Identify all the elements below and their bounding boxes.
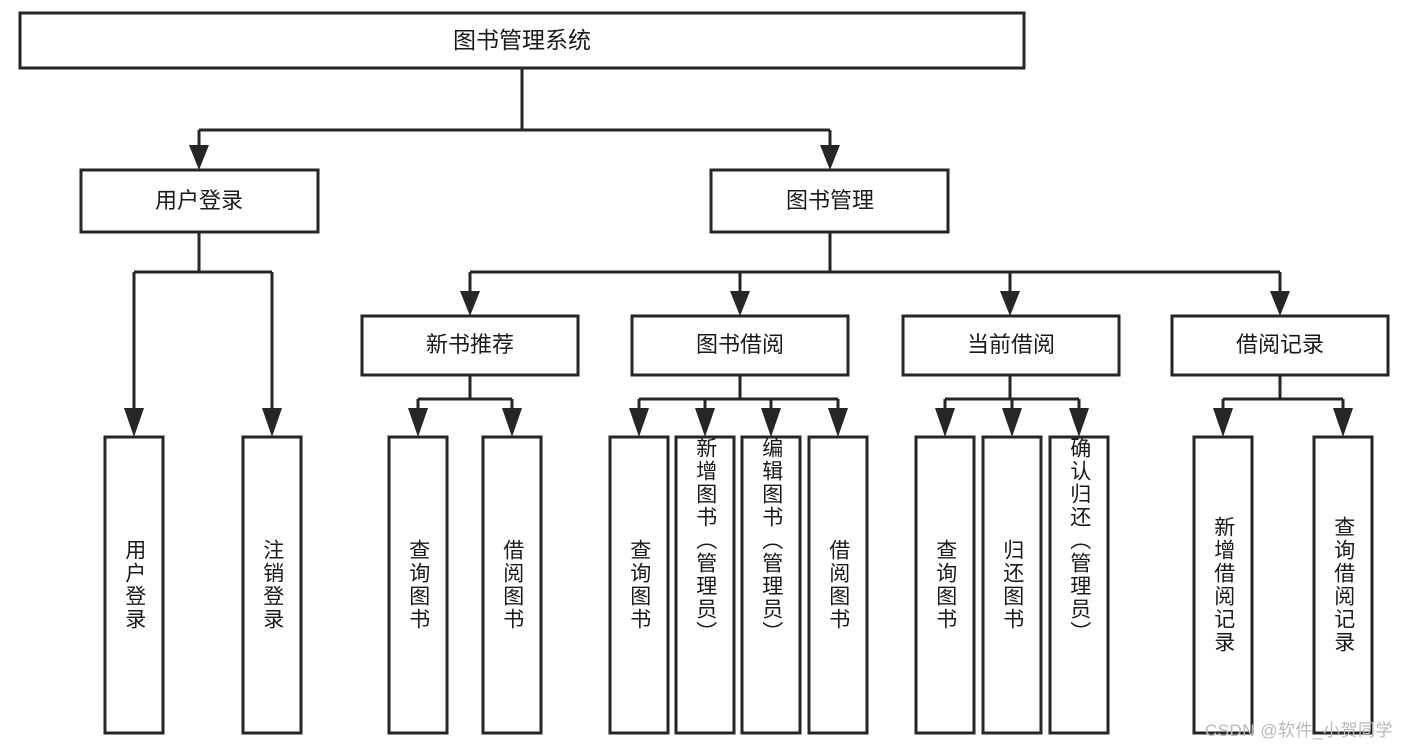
arrow-to-leaf-query-book-3 (935, 408, 955, 437)
arrow-to-book-borrow (730, 291, 750, 316)
node-book-borrow-label: 图书借阅 (696, 332, 784, 357)
arrow-to-leaf-query-book-1 (408, 408, 428, 437)
node-leaf-user-logout-box[interactable] (241, 435, 303, 735)
node-new-book-recommend-label: 新书推荐 (426, 332, 514, 357)
node-new-book-recommend-box[interactable] (360, 314, 580, 377)
edge-layer (124, 68, 1353, 437)
node-root-box[interactable] (18, 11, 1026, 70)
arrow-to-borrow-record (1270, 291, 1290, 316)
node-user-login-box[interactable] (79, 168, 320, 234)
node-borrow-record-box[interactable] (1170, 314, 1390, 377)
node-book-manage-label: 图书管理 (786, 188, 874, 213)
arrow-to-leaf-query-book-2 (629, 408, 649, 437)
node-leaf-borrow-book-2-box[interactable] (807, 435, 869, 735)
arrow-to-leaf-borrow-book-2 (828, 408, 848, 437)
arrow-to-leaf-add-book (695, 408, 715, 437)
node-leaf-query-book-3-box[interactable] (914, 435, 976, 735)
arrow-to-leaf-borrow-book-1 (502, 408, 522, 437)
node-current-borrow[interactable]: 当前借阅 (901, 314, 1121, 377)
node-root-label: 图书管理系统 (453, 27, 591, 53)
arrow-to-leaf-add-record (1213, 408, 1233, 437)
node-current-borrow-label: 当前借阅 (967, 332, 1055, 357)
node-user-login[interactable]: 用户登录 (79, 168, 320, 234)
arrow-to-new-book-recommend (460, 291, 480, 316)
node-current-borrow-box[interactable] (901, 314, 1121, 377)
node-layer: 图书管理系统 用户登录 图书管理 新书推荐 图书借阅 当前 (18, 11, 1390, 735)
arrow-to-book-manage (820, 145, 840, 170)
node-user-login-label: 用户登录 (155, 188, 243, 213)
arrow-to-user-login (189, 145, 209, 170)
node-book-manage[interactable]: 图书管理 (709, 168, 950, 234)
arrow-to-leaf-user-login (124, 408, 144, 437)
node-leaf-query-record-box[interactable] (1312, 435, 1374, 735)
watermark: CSDN @软件_小贺同学 (1204, 721, 1393, 740)
node-leaf-edit-book-box[interactable] (740, 435, 802, 735)
arrow-to-leaf-query-record (1333, 408, 1353, 437)
node-leaf-return-book-box[interactable] (981, 435, 1043, 735)
node-leaf-confirm-return-box[interactable] (1048, 435, 1110, 735)
arrow-to-leaf-confirm-return (1069, 408, 1089, 437)
arrow-to-leaf-return-book (1002, 408, 1022, 437)
node-book-borrow[interactable]: 图书借阅 (630, 314, 850, 377)
arrow-to-leaf-edit-book (761, 408, 781, 437)
node-leaf-user-login-box[interactable] (103, 435, 165, 735)
node-new-book-recommend[interactable]: 新书推荐 (360, 314, 580, 377)
node-leaf-add-record-box[interactable] (1192, 435, 1254, 735)
node-borrow-record[interactable]: 借阅记录 (1170, 314, 1390, 377)
arrow-to-leaf-user-logout (262, 408, 282, 437)
node-book-manage-box[interactable] (709, 168, 950, 234)
node-leaf-query-book-2-box[interactable] (608, 435, 670, 735)
arrow-to-current-borrow (1000, 291, 1020, 316)
node-book-borrow-box[interactable] (630, 314, 850, 377)
node-leaf-borrow-book-1-box[interactable] (481, 435, 543, 735)
node-leaf-query-book-1-box[interactable] (387, 435, 449, 735)
node-leaf-add-book-box[interactable] (674, 435, 736, 735)
node-root[interactable]: 图书管理系统 (18, 11, 1026, 70)
node-borrow-record-label: 借阅记录 (1236, 332, 1324, 357)
